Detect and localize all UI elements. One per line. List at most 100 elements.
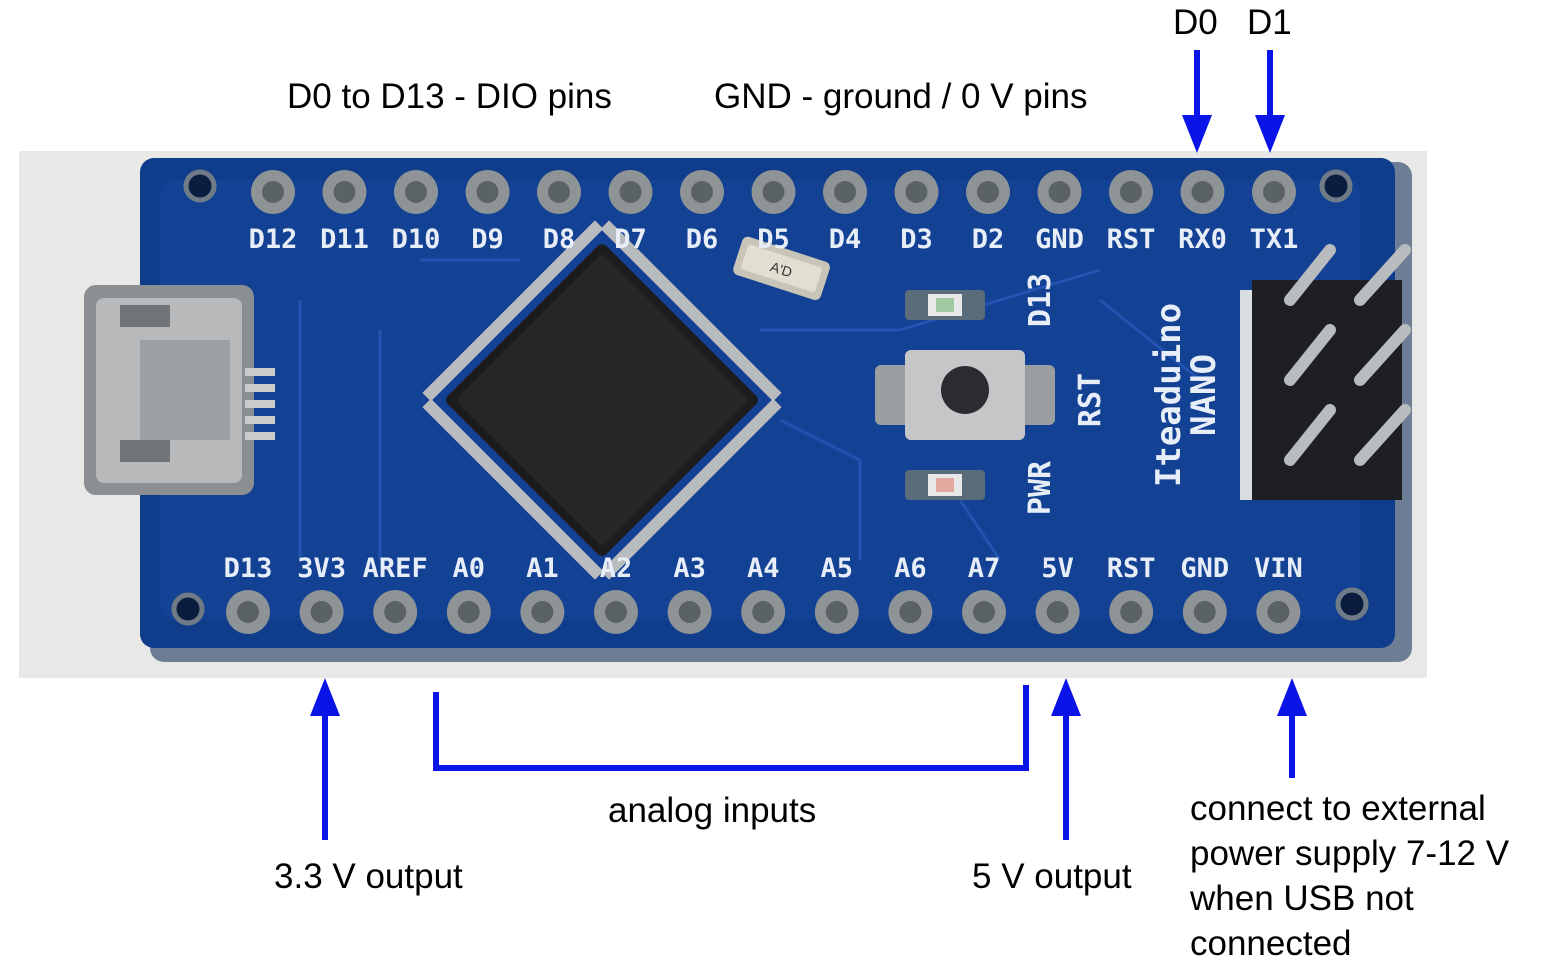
top-pin-hole	[262, 181, 284, 203]
top-pin-label: D12	[249, 224, 298, 255]
bottom-pin-hole	[899, 601, 922, 623]
top-pin-hole	[834, 181, 856, 203]
bottom-pin-hole	[1120, 601, 1143, 623]
bottom-pin-hole	[1267, 601, 1290, 623]
top-pin: D2	[966, 170, 1010, 255]
bottom-pin: 3V3	[297, 553, 346, 634]
bottom-pin: A7	[962, 553, 1006, 634]
top-pin: RST	[1107, 170, 1156, 255]
top-pin-hole	[548, 181, 570, 203]
bottom-pin: D13	[224, 553, 273, 634]
top-pin: D10	[392, 170, 440, 255]
bottom-pin-label: A4	[747, 553, 780, 584]
d0-label: D0	[1173, 3, 1218, 42]
bottom-pin: A1	[520, 553, 565, 634]
top-pin-hole	[762, 181, 785, 203]
arrow-5v	[1051, 678, 1081, 840]
bottom-pin-label: GND	[1180, 553, 1229, 584]
top-pin: D3	[894, 170, 939, 255]
top-pin: RX0	[1178, 170, 1227, 255]
bottom-pin-label: A7	[968, 553, 1001, 584]
top-pin-label: D4	[829, 224, 862, 255]
reset-label: RST	[1073, 373, 1108, 427]
bottom-pin-label: A5	[821, 553, 854, 584]
arrow-3v3	[310, 678, 340, 840]
bottom-pin-hole	[678, 601, 701, 623]
top-pin: TX1	[1250, 170, 1299, 255]
top-pin: D11	[320, 170, 369, 255]
pcb	[140, 158, 1395, 648]
bottom-pin: 5V	[1035, 553, 1080, 634]
analog-bracket	[433, 685, 1029, 771]
crystal: A'D	[733, 236, 830, 301]
pcb-traces	[298, 258, 1201, 561]
bottom-pin-hole	[825, 601, 848, 623]
top-pin-hole	[1191, 181, 1214, 203]
mounting-holes	[171, 169, 1369, 626]
bottom-pin-label: A6	[894, 553, 927, 584]
top-pin: D6	[680, 170, 724, 255]
reset-button	[875, 350, 1055, 440]
external-power-note: connect to external power supply 7-12 V …	[1190, 789, 1510, 963]
top-pin-hole	[1263, 181, 1285, 203]
bottom-pin: AREF	[363, 553, 428, 634]
top-pin-hole	[619, 181, 642, 203]
top-pin: D8	[537, 170, 581, 255]
top-pin-label: TX1	[1250, 224, 1299, 255]
analog-inputs-label: analog inputs	[608, 791, 817, 830]
bottom-pin-label: A0	[453, 553, 486, 584]
bottom-pin-label: A1	[526, 553, 559, 584]
top-pin-label: D9	[471, 224, 504, 255]
pwr-label: PWR	[1023, 460, 1058, 515]
bottom-pin-hole	[1193, 601, 1216, 623]
bottom-pin: RST	[1107, 553, 1156, 634]
top-pin-label: D6	[686, 224, 719, 255]
pcb-sheen	[160, 180, 1360, 620]
bottom-pin-hole	[973, 601, 995, 623]
top-pin: D7	[608, 170, 653, 255]
arrow-d1	[1255, 50, 1285, 153]
arrow-vin	[1277, 678, 1307, 778]
top-pin-label: RX0	[1178, 224, 1227, 255]
top-pin: D5	[751, 170, 796, 255]
bottom-pin-label: D13	[224, 553, 273, 584]
top-pin-hole	[1048, 181, 1071, 203]
top-pin-label: D3	[900, 224, 933, 255]
top-pin: D4	[823, 170, 867, 255]
top-pin-label: D8	[543, 224, 576, 255]
top-pin-hole	[1120, 181, 1142, 203]
icsp-header	[1240, 244, 1411, 500]
bottom-pin-hole	[457, 601, 480, 623]
bottom-pin: A0	[446, 553, 491, 634]
top-pin-label: D11	[320, 224, 369, 255]
bottom-pin-label: VIN	[1254, 553, 1303, 584]
bottom-pin-hole	[237, 601, 259, 623]
bottom-pin: A3	[667, 553, 712, 634]
bottom-pin-hole	[310, 601, 333, 623]
usb-connector	[84, 285, 275, 495]
top-pin-hole	[405, 181, 427, 203]
top-pin-hole	[476, 181, 499, 203]
top-pin-label: RST	[1107, 224, 1156, 255]
bottom-pin-label: RST	[1107, 553, 1156, 584]
bottom-pin-label: 3V3	[297, 553, 346, 584]
bottom-pin-label: A2	[600, 553, 633, 584]
top-pin-label: D7	[614, 224, 647, 255]
led-pwr	[905, 470, 985, 500]
top-pin: GND	[1035, 170, 1084, 255]
model-label: NANO	[1184, 354, 1224, 436]
top-pin-label: D5	[757, 224, 790, 255]
top-pin-label: D2	[972, 224, 1005, 255]
d1-label: D1	[1247, 3, 1292, 42]
crystal-label: A'D	[768, 258, 794, 280]
led-d13-label: D13	[1023, 273, 1058, 327]
brand-label: Iteaduino	[1149, 303, 1189, 487]
bottom-pin: GND	[1180, 553, 1229, 634]
bottom-pin: A2	[594, 553, 638, 634]
top-pin-hole	[691, 181, 713, 203]
microcontroller	[422, 220, 782, 580]
bottom-pin-hole	[1046, 601, 1069, 623]
top-pin-label: GND	[1035, 224, 1084, 255]
